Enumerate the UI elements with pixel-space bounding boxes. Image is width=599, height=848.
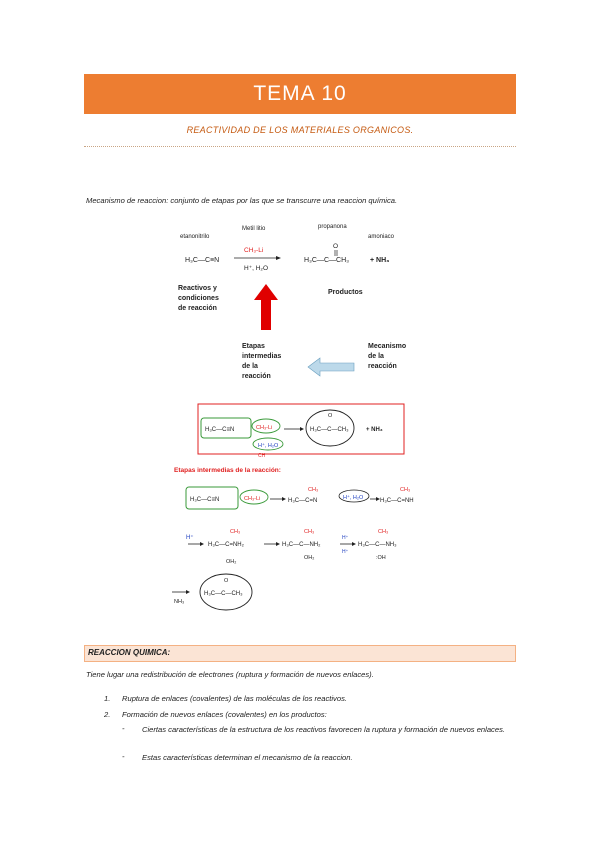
section-heading: REACCION QUIMICA:	[88, 648, 171, 657]
label-metil-litio: Metil litio	[242, 226, 266, 232]
r2-oh: :OH	[376, 555, 386, 561]
reagent-top: CH₃-Li	[244, 247, 263, 254]
r2-water: OH₂	[226, 559, 236, 565]
r1-nitrile: H₃C—C≡N	[190, 497, 219, 503]
green-box-r1	[185, 486, 239, 510]
box-o: O	[328, 413, 333, 419]
r1-ch3b: CH₃	[400, 487, 410, 493]
box-plus: + NH₃	[366, 427, 383, 433]
mechanism-figure: etanonitrilo Metil litio propanona amoni…	[170, 218, 440, 618]
r3-o: O	[224, 578, 229, 584]
reactivos-label-3: de reacción	[178, 305, 217, 312]
etapas-label-3: de la	[242, 363, 258, 370]
intro-text: Mecanismo de reaccion: conjunto de etapa…	[86, 196, 398, 205]
box-cut: CH	[258, 453, 266, 459]
r2-oh2: OH₂	[304, 555, 314, 561]
ketone-circle	[305, 409, 355, 447]
divider	[84, 146, 516, 147]
mecanismo-label-1: Mecanismo	[368, 343, 406, 350]
ketone-o: O	[333, 243, 338, 250]
reagent-bottom: H⁺, H₂O	[244, 265, 268, 272]
r2-final: H₃C—C—NH₃	[358, 542, 397, 548]
box-acid: H⁺, H₂O	[258, 442, 279, 449]
label-propanona: propanona	[318, 224, 347, 230]
r2-iminium: H₃C—C=NH₂	[208, 542, 245, 548]
label-etanonitrilo: etanonitrilo	[180, 234, 210, 240]
reactivos-label-2: condiciones	[178, 295, 219, 302]
r1-li: CH₃-Li	[244, 496, 260, 502]
green-ellipse-li	[251, 418, 281, 434]
box-nitrile: H₃C—C≡N	[205, 427, 234, 433]
blue-left-arrow	[307, 357, 355, 377]
list-item: 2. Formación de nuevos enlaces (covalent…	[104, 710, 327, 719]
reaction-arrow-head	[276, 256, 281, 260]
r3-ketone: H₃C—C—CH₃	[204, 591, 243, 597]
productos-label: Productos	[328, 289, 363, 296]
etapas-label-2: intermedias	[242, 353, 281, 360]
etapas-title: Etapas intermedias de la reacción:	[174, 467, 281, 474]
title-band: TEMA 10	[84, 74, 516, 114]
r1-ch3: CH₃	[308, 487, 318, 493]
mechanism-diagram: etanonitrilo Metil litio propanona amoni…	[172, 224, 414, 611]
plus-nh3: + NH₃	[370, 257, 389, 264]
page-title: TEMA 10	[253, 82, 347, 105]
label-amoniaco: amoniaco	[368, 234, 395, 240]
section-paragraph: Tiene lugar una redistribución de electr…	[86, 670, 374, 679]
r1-imine-anion: H₃C—C=N	[288, 498, 317, 504]
red-up-arrow	[254, 284, 278, 330]
list-item: 1. Ruptura de enlaces (covalentes) de la…	[104, 694, 347, 703]
sub-list-item: - Estas características determinan el me…	[122, 752, 353, 762]
r1-imine: H₃C—C=NH	[380, 498, 414, 504]
ketone-formula: H₃C—C—CH₃	[304, 257, 349, 264]
r2-h2: H⁺	[342, 535, 349, 541]
r2-amine: H₃C—C—NH₂	[282, 542, 321, 548]
mecanismo-label-3: reacción	[368, 363, 397, 370]
r2-h3: H⁺	[342, 549, 349, 555]
box-ketone: H₃C—C—CH₃	[310, 427, 349, 433]
r2-ch3: CH₃	[230, 529, 240, 535]
box-reagent: CH₃-Li	[256, 425, 272, 431]
r2-ch3b: CH₃	[304, 529, 314, 535]
reactivos-label-1: Reactivos y	[178, 285, 217, 292]
sub-list-item: - Ciertas características de la estructu…	[122, 724, 505, 734]
etapas-label-1: Etapas	[242, 343, 265, 350]
mecanismo-label-2: de la	[368, 353, 384, 360]
nitrile-formula: H₃C—C≡N	[185, 257, 219, 264]
r1-acid: H⁺, H₂O	[343, 494, 364, 501]
green-ellipse-acid	[252, 437, 284, 451]
green-box-nitrile	[200, 417, 252, 439]
r2-ch3c: CH₃	[378, 529, 388, 535]
final-ketone-circle	[199, 573, 253, 611]
r2-h: H⁺	[186, 534, 194, 541]
summary-box	[197, 403, 405, 455]
r3-nh3: NH₃	[174, 599, 184, 605]
section-heading-box: REACCION QUIMICA:	[84, 645, 516, 662]
page-subtitle: REACTIVIDAD DE LOS MATERIALES ORGANICOS.	[186, 125, 414, 135]
etapas-label-4: reacción	[242, 373, 271, 380]
